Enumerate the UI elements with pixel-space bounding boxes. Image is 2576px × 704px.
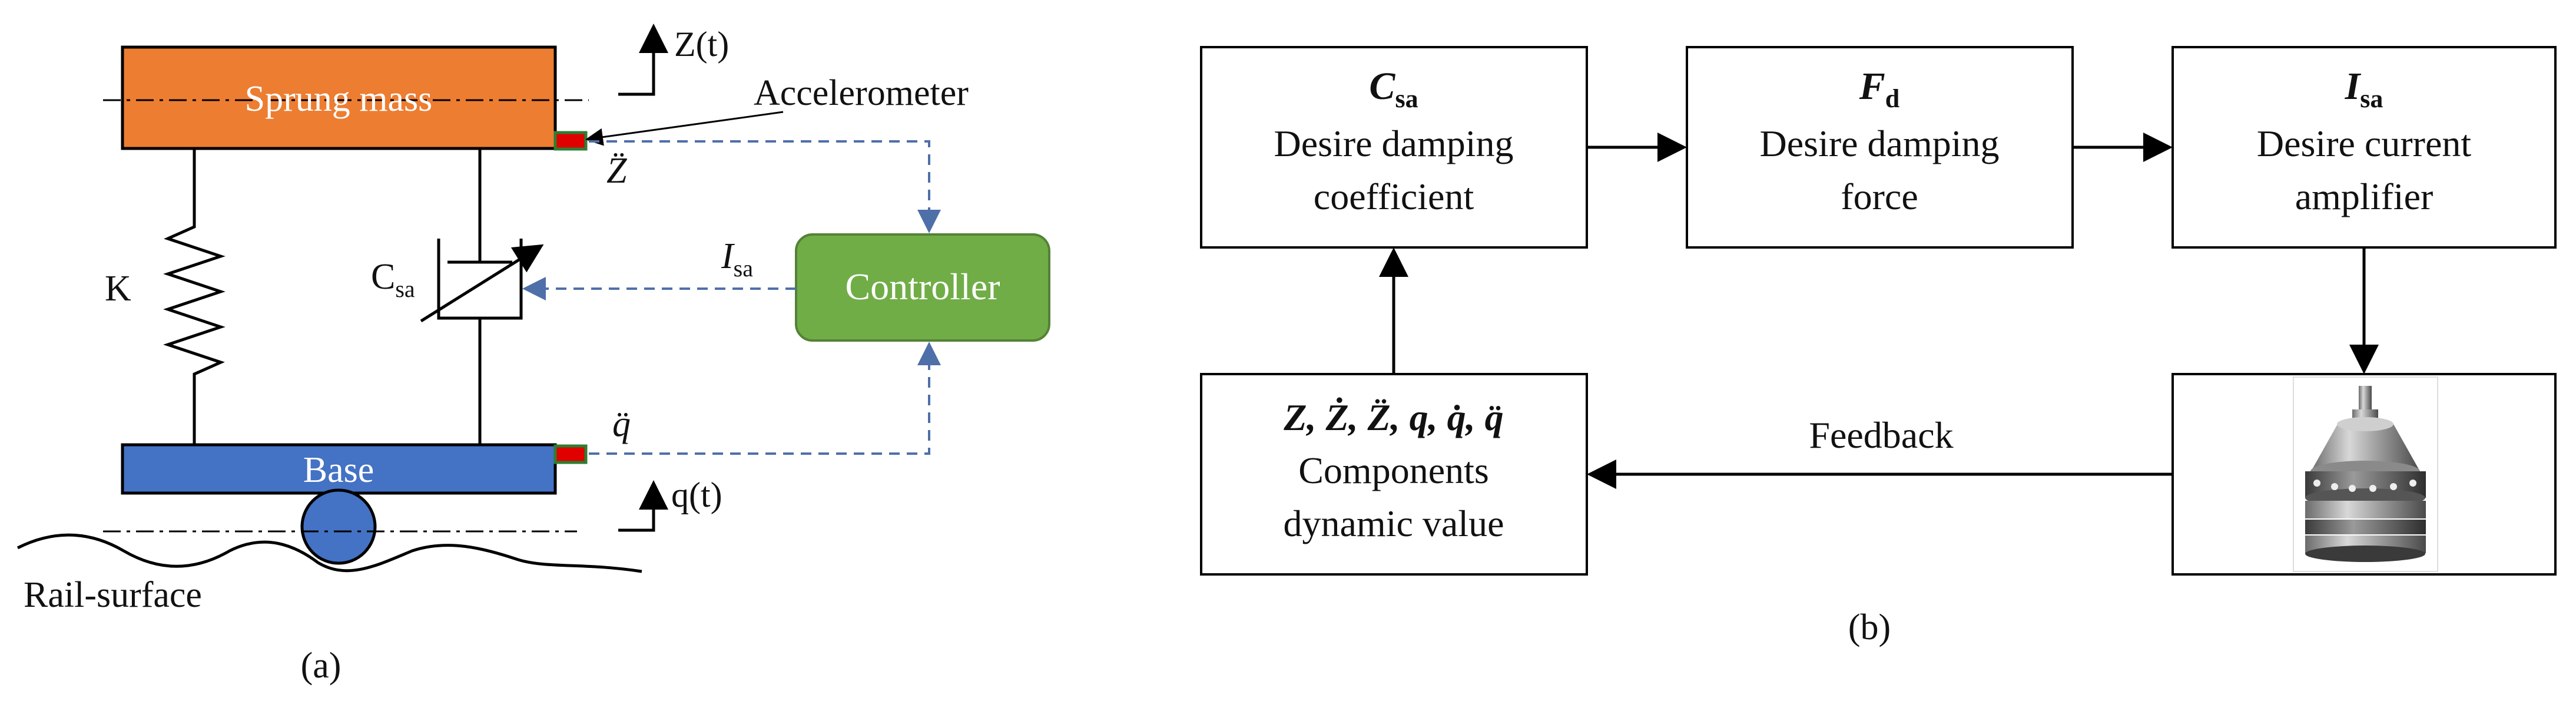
spring-k (163, 148, 226, 445)
sprung-mass-block (121, 45, 557, 150)
box-csa-symbol: Csa (1369, 65, 1418, 113)
sprung-mass-label: Sprung mass (245, 79, 433, 119)
signal-base-to-controller (589, 342, 941, 455)
box-components-line2: dynamic value (1284, 503, 1504, 544)
panel-b: Csa Desire damping coefficient Fd Desire… (1200, 46, 2557, 647)
box-fd-line2: force (1841, 176, 1918, 217)
mr-damper-image (2293, 376, 2438, 572)
box-isa-line1: Desire current (2257, 123, 2471, 164)
z-t-label: Z(t) (674, 25, 729, 64)
z-t-arrow (618, 24, 668, 96)
box-components (1200, 373, 1588, 576)
accelerometer-pointer (585, 111, 784, 146)
caption-a: (a) (301, 646, 342, 686)
box-fd-line1: Desire damping (1760, 123, 2000, 164)
accelerometer-sensor-base (553, 444, 588, 464)
box-isa-line2: amplifier (2295, 176, 2434, 217)
caption-b: (b) (1848, 607, 1891, 647)
q-ddot-label: q̈ (612, 404, 631, 444)
isa-label: Isa (721, 236, 753, 282)
box-csa-line2: coefficient (1314, 176, 1474, 217)
wheel (300, 488, 377, 565)
box-isa-symbol: Isa (2345, 65, 2383, 113)
base-label: Base (303, 450, 374, 490)
feedback-label: Feedback (1809, 414, 1953, 456)
rail-surface-line (16, 533, 642, 573)
z-ddot-label: Z̈ (606, 151, 627, 191)
box-components-vars: Z, Ż, Z̈, q, q̇, q̈ (1283, 396, 1503, 438)
box-fd (1686, 46, 2074, 249)
accelerometer-sensor-top (553, 131, 588, 151)
rail-surface-label: Rail-surface (24, 575, 202, 615)
box-csa-line1: Desire damping (1274, 123, 1514, 164)
damper-csa-label: Csa (371, 257, 415, 302)
spring-k-label: K (105, 269, 131, 309)
accelerometer-label: Accelerometer (754, 73, 969, 113)
q-t-arrow (618, 480, 668, 532)
signal-top-to-controller (589, 140, 941, 233)
controller-label: Controller (845, 266, 1000, 308)
damper-csa (420, 148, 544, 445)
box-isa (2171, 46, 2557, 249)
box-fd-symbol: Fd (1859, 65, 1900, 113)
q-t-label: q(t) (671, 475, 722, 514)
panel-a: Sprung mass Z(t) Accelerometer Z̈ K Csa … (16, 24, 1050, 686)
box-components-line1: Components (1298, 449, 1489, 491)
